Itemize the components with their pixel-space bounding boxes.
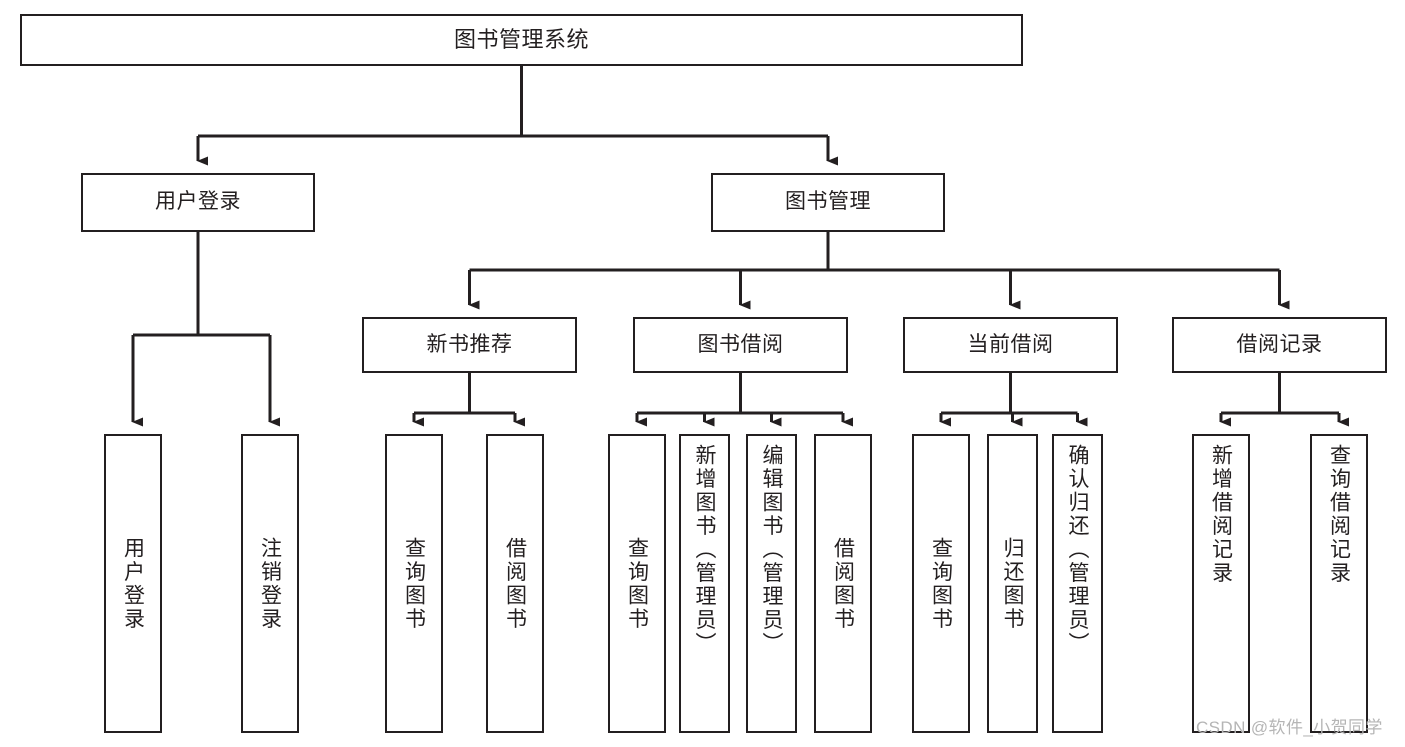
node-label-leaf-user-logout: 注销登录 xyxy=(258,536,282,631)
node-label-leaf-borrow-book-1: 借阅图书 xyxy=(503,536,527,631)
node-label-leaf-user-login: 用户登录 xyxy=(121,536,145,631)
node-label-leaf-query-book-1: 查询图书 xyxy=(402,536,426,631)
node-label-leaf-query-record: 查询借阅记录 xyxy=(1327,444,1351,585)
node-label-leaf-edit-book: 编辑图书（管理员） xyxy=(760,444,783,656)
node-book-manage[interactable]: 图书管理 xyxy=(711,173,945,232)
node-root[interactable]: 图书管理系统 xyxy=(20,14,1023,66)
node-label-leaf-query-book-2: 查询图书 xyxy=(625,536,649,631)
node-leaf-user-login[interactable]: 用户登录 xyxy=(104,434,162,733)
node-user-login[interactable]: 用户登录 xyxy=(81,173,315,232)
node-current-borrow[interactable]: 当前借阅 xyxy=(903,317,1118,373)
node-label-borrow-record: 借阅记录 xyxy=(1236,332,1323,356)
node-leaf-query-book-2[interactable]: 查询图书 xyxy=(608,434,666,733)
node-leaf-borrow-book-1[interactable]: 借阅图书 xyxy=(486,434,544,733)
node-leaf-borrow-book-2[interactable]: 借阅图书 xyxy=(814,434,872,733)
node-book-borrow[interactable]: 图书借阅 xyxy=(633,317,848,373)
node-label-leaf-add-record: 新增借阅记录 xyxy=(1209,444,1233,585)
node-leaf-query-book-1[interactable]: 查询图书 xyxy=(385,434,443,733)
node-new-book-rec[interactable]: 新书推荐 xyxy=(362,317,577,373)
node-label-book-borrow: 图书借阅 xyxy=(697,332,784,356)
node-borrow-record[interactable]: 借阅记录 xyxy=(1172,317,1387,373)
node-leaf-return-book[interactable]: 归还图书 xyxy=(987,434,1038,733)
node-leaf-query-record[interactable]: 查询借阅记录 xyxy=(1310,434,1368,733)
node-label-leaf-add-book: 新增图书（管理员） xyxy=(693,444,716,656)
node-label-leaf-confirm-return: 确认归还（管理员） xyxy=(1066,444,1089,656)
node-label-leaf-return-book: 归还图书 xyxy=(1001,536,1024,631)
node-leaf-user-logout[interactable]: 注销登录 xyxy=(241,434,299,733)
node-label-user-login: 用户登录 xyxy=(155,190,241,214)
node-leaf-confirm-return[interactable]: 确认归还（管理员） xyxy=(1052,434,1103,733)
node-label-leaf-borrow-book-2: 借阅图书 xyxy=(831,536,855,631)
node-label-current-borrow: 当前借阅 xyxy=(967,332,1054,356)
node-leaf-query-book-3[interactable]: 查询图书 xyxy=(912,434,970,733)
node-label-leaf-query-book-3: 查询图书 xyxy=(929,536,953,631)
node-label-book-manage: 图书管理 xyxy=(785,190,871,214)
node-leaf-edit-book[interactable]: 编辑图书（管理员） xyxy=(746,434,797,733)
node-label-new-book-rec: 新书推荐 xyxy=(426,332,513,356)
node-leaf-add-book[interactable]: 新增图书（管理员） xyxy=(679,434,730,733)
node-leaf-add-record[interactable]: 新增借阅记录 xyxy=(1192,434,1250,733)
node-label-root: 图书管理系统 xyxy=(453,27,589,53)
